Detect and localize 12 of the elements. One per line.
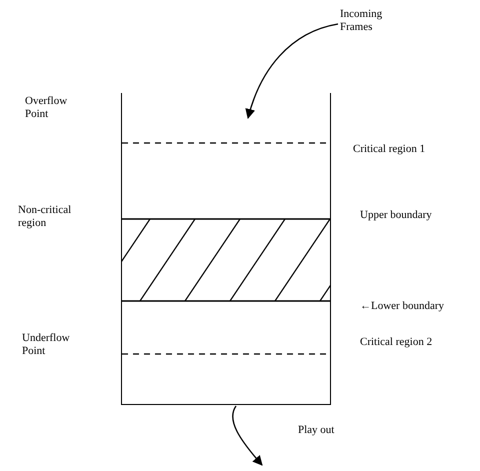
arrow — [246, 23, 338, 119]
arrow — [232, 406, 263, 466]
node-text: Incoming Frames — [340, 8, 400, 34]
region-label: Overflow Point — [25, 95, 68, 121]
region-label: Non-critical region — [18, 204, 72, 230]
region-label: Underflow Point — [22, 332, 71, 358]
node-text: Play out — [298, 424, 348, 437]
region-label: Critical region 2 — [360, 336, 432, 349]
buffer-container — [121, 93, 331, 405]
region-label: Critical region 1 — [353, 143, 426, 156]
region-label: ←Lower boundary — [360, 300, 444, 313]
region-label: Upper boundary — [360, 209, 432, 222]
